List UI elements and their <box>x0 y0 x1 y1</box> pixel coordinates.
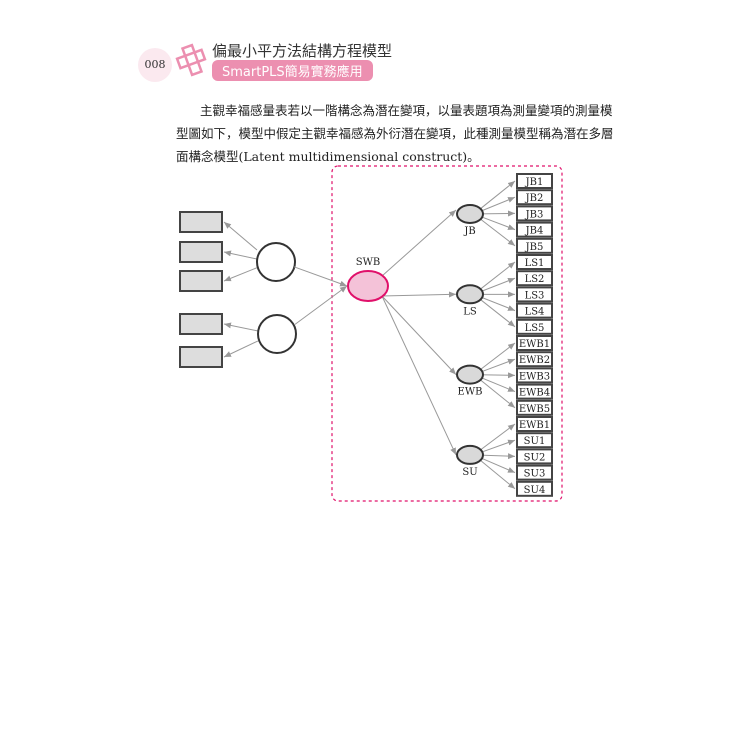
path-arrow <box>479 423 516 451</box>
indicator-label: EWB1 <box>519 339 550 350</box>
book-title: 偏最小平方法結構方程模型 <box>212 42 393 60</box>
central-construct <box>347 270 389 302</box>
indicator-label: EWB3 <box>519 371 550 382</box>
factor-label: LS <box>463 306 477 317</box>
first-order-factor <box>456 204 484 224</box>
indicator-label: JB1 <box>525 177 544 188</box>
indicator-box <box>179 211 223 233</box>
central-label: SWB <box>356 257 380 268</box>
indicator-box <box>516 448 553 465</box>
indicator-box <box>516 189 553 206</box>
indicator-box <box>516 286 553 303</box>
path-arrow <box>294 285 348 325</box>
path-arrow <box>479 210 516 217</box>
path-arrow <box>479 376 516 393</box>
indicator-box <box>516 173 553 189</box>
path-arrow <box>293 266 348 287</box>
path-arrow <box>223 221 258 251</box>
indicator-label: SU4 <box>524 485 546 496</box>
indicator-box <box>516 351 553 368</box>
factor-label: EWB <box>458 387 483 398</box>
indicator-label: EWB1 <box>519 420 550 431</box>
path-arrow <box>479 180 516 210</box>
indicator-label: SU1 <box>524 436 546 447</box>
first-order-factor <box>456 284 484 305</box>
paragraph-line: 型圖如下，模型中假定主觀幸福感為外衍潛在變項，此種測量模型稱為潛在多層 <box>176 126 614 141</box>
indicator-box <box>516 205 553 222</box>
latent-circle <box>257 314 297 354</box>
path-arrow <box>479 298 516 328</box>
path-arrow <box>479 215 516 231</box>
path-arrow <box>381 295 457 375</box>
indicator-label: EWB5 <box>519 404 550 415</box>
first-order-factor <box>456 364 484 385</box>
indicator-box <box>179 313 223 335</box>
path-arrow <box>381 291 457 298</box>
indicator-box <box>516 270 553 287</box>
path-arrow <box>479 296 516 312</box>
path-arrow <box>479 342 516 371</box>
indicator-box <box>179 241 223 263</box>
factor-label: SU <box>462 467 477 478</box>
path-arrow <box>223 250 258 260</box>
logo-icon <box>175 43 207 77</box>
indicator-box <box>516 399 553 416</box>
path-arrow <box>479 277 516 293</box>
page-number: 008 <box>138 48 172 82</box>
latent-circle <box>256 242 296 282</box>
book-subtitle: SmartPLS簡易實務應用 <box>212 60 373 81</box>
path-arrow <box>479 218 516 247</box>
indicator-box <box>516 237 553 254</box>
path-arrow <box>479 379 516 409</box>
indicator-label: JB3 <box>525 209 544 220</box>
indicator-box <box>516 318 553 335</box>
indicator-box <box>516 302 553 319</box>
indicator-label: LS3 <box>525 290 545 301</box>
paragraph-line: 面構念模型(Latent multidimensional construct)… <box>176 149 480 164</box>
factor-label: JB <box>463 226 475 237</box>
path-arrow <box>479 358 516 373</box>
indicator-label: EWB4 <box>519 388 550 399</box>
path-arrow <box>479 459 516 490</box>
path-arrow <box>223 267 258 282</box>
path-arrow <box>381 295 457 456</box>
path-arrow <box>479 439 516 454</box>
path-arrow <box>479 457 516 474</box>
indicator-label: LS5 <box>525 323 545 334</box>
indicator-box <box>516 480 553 497</box>
indicator-box <box>516 416 553 432</box>
indicator-box <box>179 346 223 368</box>
indicator-label: JB4 <box>525 226 544 237</box>
first-order-factor <box>456 444 484 465</box>
indicator-label: LS4 <box>525 307 545 318</box>
indicator-box <box>179 270 223 292</box>
indicator-box <box>516 254 553 270</box>
indicator-label: SU2 <box>524 452 546 463</box>
indicator-label: SU3 <box>524 469 546 480</box>
path-arrow <box>479 261 516 290</box>
paragraph-line: 主觀幸福感量表若以一階構念為潛在變項，以量表題項為測量變項的測量模 <box>200 103 613 118</box>
path-arrow <box>223 340 259 358</box>
indicator-box <box>516 383 553 400</box>
path-arrow <box>479 453 516 460</box>
indicator-label: EWB2 <box>519 355 550 366</box>
path-arrow <box>479 196 516 212</box>
indicator-box <box>516 464 553 481</box>
indicator-label: JB5 <box>525 242 544 253</box>
indicator-box <box>516 335 553 351</box>
indicator-box <box>516 221 553 238</box>
path-arrow <box>223 322 259 332</box>
indicator-label: JB2 <box>525 193 544 204</box>
indicator-box <box>516 367 553 384</box>
second-order-frame <box>331 165 563 502</box>
indicator-box <box>516 432 553 449</box>
indicator-label: LS2 <box>525 274 545 285</box>
path-arrow <box>479 372 516 379</box>
path-arrow <box>381 209 457 277</box>
indicator-label: LS1 <box>525 258 545 269</box>
